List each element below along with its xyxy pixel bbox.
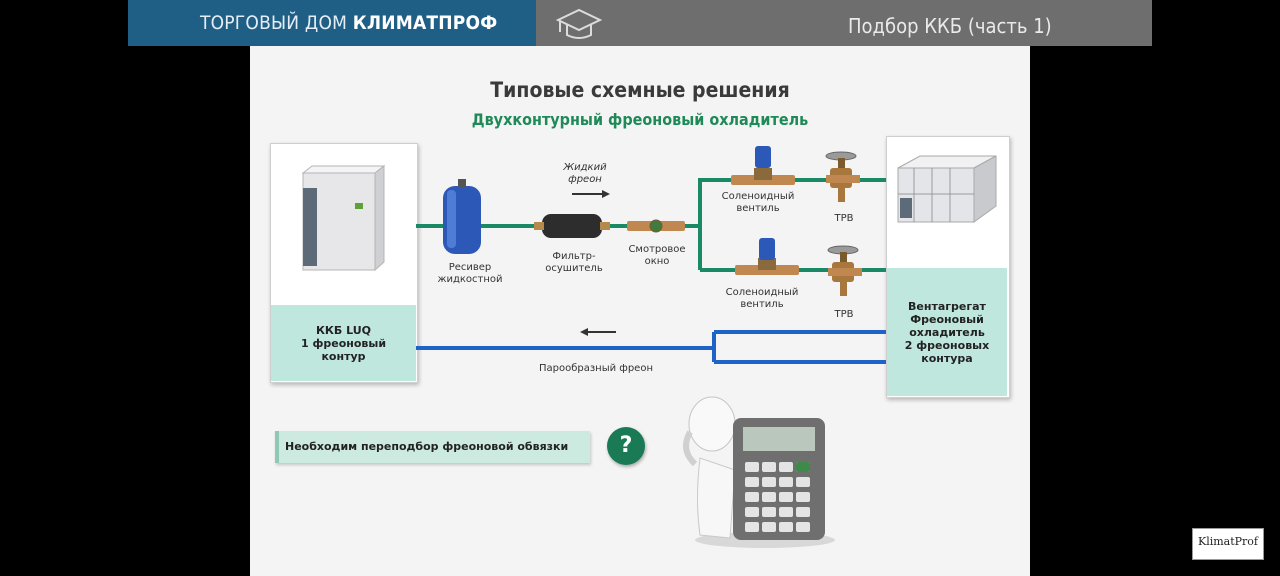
vapor-refrigerant-label: Парообразный фреон: [538, 363, 653, 374]
expansion-valve-icon-2: [827, 245, 862, 296]
air-handling-unit-icon: [897, 155, 997, 223]
graduation-cap-icon: [555, 8, 603, 39]
klimatprof-logo: KlimatProf: [1192, 528, 1264, 560]
liquid-direction-arrow: [572, 190, 610, 198]
brand-title: ТОРГОВЫЙ ДОМ КЛИМАТПРОФ: [200, 12, 498, 34]
lesson-title: Подбор ККБ (часть 1): [848, 14, 1052, 38]
receiver-icon: [443, 179, 481, 254]
expansion-valve-label-2: ТРВ: [834, 309, 854, 320]
vapor-line: [416, 330, 886, 364]
sight-glass-icon: [627, 219, 685, 233]
slide-title: Типовые схемные решения: [490, 78, 790, 102]
header-right-panel: [536, 0, 1152, 46]
question-mark-icon: ?: [607, 427, 645, 465]
outdoor-unit-caption: ККБ LUQ 1 фреоновый контур: [271, 305, 416, 381]
vapor-direction-arrow: [580, 328, 616, 336]
solenoid-valve-icon-1: [731, 146, 795, 185]
slide-subtitle: Двухконтурный фреоновый охладитель: [471, 110, 809, 129]
indoor-unit-caption: Вентагрегат Фреоновый охладитель 2 фреон…: [887, 268, 1007, 396]
header-left-panel: [128, 0, 536, 46]
expansion-valve-label-1: ТРВ: [834, 213, 854, 224]
rework-note: Необходим переподбор фреоновой обвязки: [275, 431, 590, 463]
expansion-valve-icon-1: [825, 151, 860, 202]
thinking-figure-with-calculator-illustration: [683, 396, 835, 548]
solenoid-valve-icon-2: [735, 238, 799, 275]
filter-drier-label: Фильтр-осушитель: [545, 251, 603, 274]
filter-drier-icon: [534, 214, 610, 238]
outdoor-unit-icon: [301, 164, 386, 272]
